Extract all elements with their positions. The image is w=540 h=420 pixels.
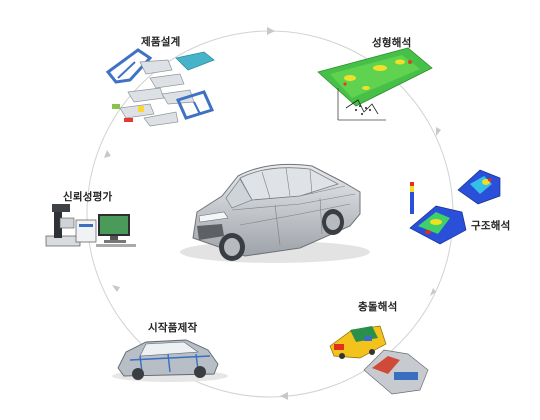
- stage-label-forming: 성형해석: [372, 37, 412, 49]
- stage-label-design: 제품설계: [141, 36, 181, 48]
- arrow-right-upper-icon: [436, 127, 441, 136]
- arrow-left-lower-icon: [112, 285, 120, 292]
- stage-label-reliability: 신뢰성평가: [63, 191, 113, 203]
- arrow-left-upper-icon: [104, 150, 111, 158]
- stage-label-structure: 구조해석: [471, 220, 511, 232]
- arrow-right-lower-icon: [430, 288, 436, 296]
- stage-label-crash: 충돌해석: [358, 301, 398, 313]
- stage-label-prototype: 시작품제작: [148, 322, 198, 334]
- arrow-top-icon: [267, 27, 275, 35]
- arrow-bottom-icon: [280, 392, 288, 400]
